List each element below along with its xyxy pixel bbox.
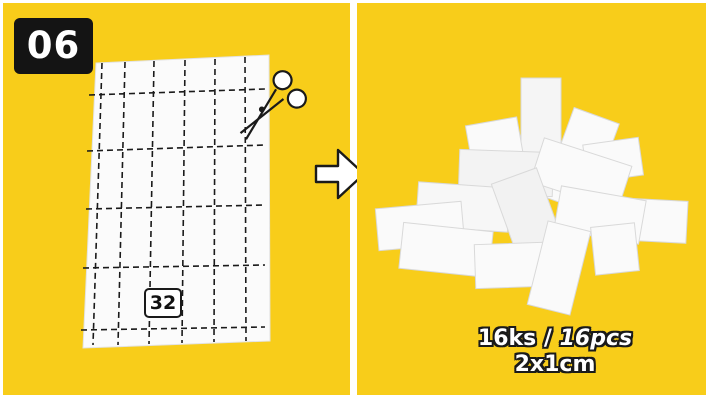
caption: 16ks / 16pcs 2x1cm xyxy=(380,326,709,378)
left-panel: 06 32 xyxy=(3,3,350,395)
caption-count-line: 16ks / 16pcs xyxy=(380,326,709,352)
caption-count-cz: 16ks xyxy=(478,326,536,351)
caption-separator: / xyxy=(536,326,559,351)
step-number-badge: 06 xyxy=(14,18,93,74)
piece-count-label: 32 xyxy=(144,288,182,318)
paper-strip xyxy=(591,223,640,275)
caption-size: 2x1cm xyxy=(380,352,709,378)
caption-count-en: 16pcs xyxy=(560,326,633,351)
